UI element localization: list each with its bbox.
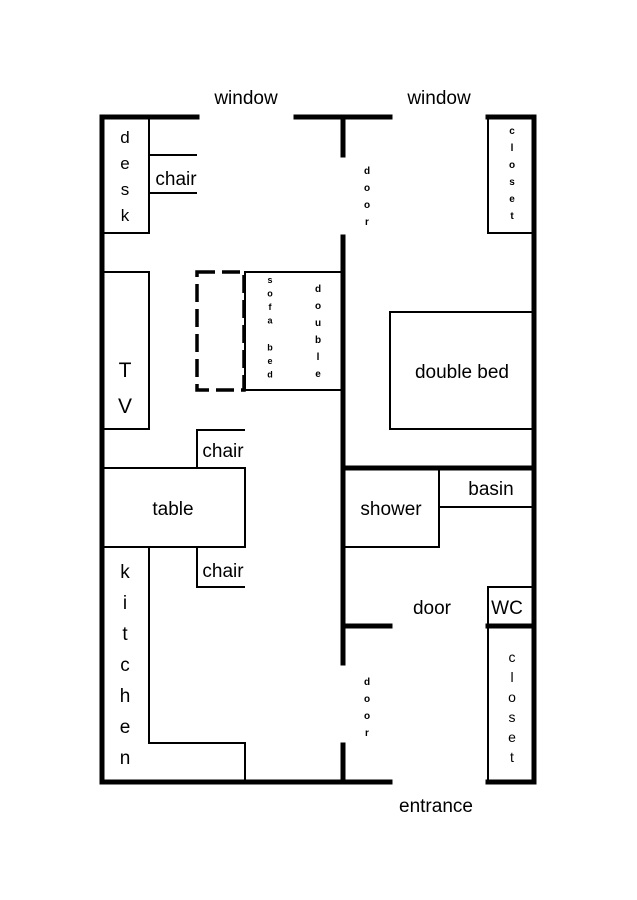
chair-mid: [196, 429, 245, 468]
sofa-bed: [244, 271, 344, 391]
tv-unit: [101, 271, 150, 430]
chair-mid-label: chair: [202, 441, 244, 462]
entrance-label: entrance: [399, 796, 473, 817]
basin: [438, 467, 535, 508]
sofa-bed-extension: [195, 270, 246, 392]
table: [101, 467, 246, 548]
shower-label: shower: [360, 499, 422, 520]
double-bed-label: double bed: [415, 362, 509, 383]
interior-walls: [340, 114, 537, 785]
furniture: [101, 116, 535, 783]
closet-bottom: [487, 625, 535, 783]
table-label: table: [152, 499, 193, 520]
window-right-label: window: [406, 88, 471, 109]
wc-label: WC: [491, 598, 523, 619]
basin-label: basin: [468, 479, 513, 500]
outer-walls: [99, 114, 537, 785]
chair-bottom: [196, 547, 245, 588]
kitchen-counter: [148, 547, 246, 782]
window-left-label: window: [213, 88, 278, 109]
desk: [101, 116, 150, 234]
chair-bottom-label: chair: [202, 561, 244, 582]
closet-top: [487, 116, 535, 234]
door-right-label: door: [413, 598, 452, 619]
chair-top-label: chair: [155, 169, 197, 190]
double-bed: [389, 311, 535, 430]
